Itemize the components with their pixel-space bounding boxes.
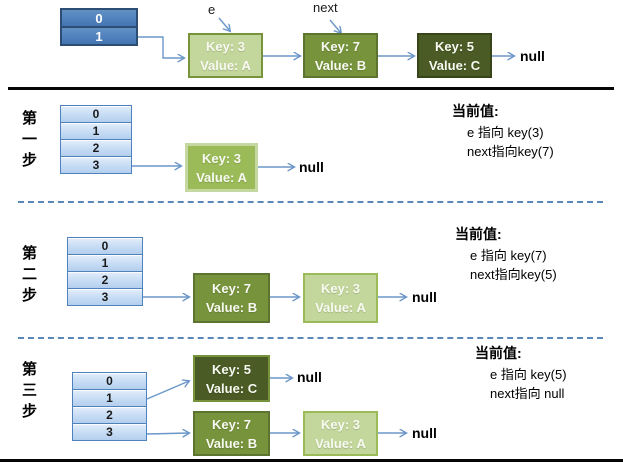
bucket-cell-2: 2 bbox=[72, 406, 147, 424]
bucket-cell-1: 1 bbox=[60, 26, 138, 46]
node-value-text: Value: C bbox=[205, 380, 258, 396]
bucket-cell-0: 0 bbox=[72, 372, 147, 390]
arrow-s3-bucket3-to-key7 bbox=[146, 433, 189, 434]
bucket-cell-3: 3 bbox=[60, 156, 132, 174]
bucket-cell-1: 1 bbox=[72, 389, 147, 407]
node-s1-key3: Key: 3 Value: A bbox=[185, 143, 258, 192]
null-label-s1: null bbox=[299, 159, 324, 175]
status-line-e: e 指向 key(7) bbox=[470, 248, 547, 263]
node-s3-key7: Key: 7 Value: B bbox=[193, 411, 270, 456]
bucket-array-step1: 0 1 2 3 bbox=[60, 105, 132, 174]
node-s3-key3: Key: 3 Value: A bbox=[303, 411, 378, 456]
e-pointer-label: e bbox=[208, 2, 216, 17]
bucket-array-step3: 0 1 2 3 bbox=[72, 372, 147, 441]
node-value-text: Value: A bbox=[196, 169, 247, 185]
status-title: 当前值: bbox=[455, 226, 502, 242]
bucket-cell-2: 2 bbox=[67, 271, 143, 289]
separator-dashed-2 bbox=[18, 337, 603, 339]
separator-solid-2 bbox=[0, 459, 623, 462]
node-value-text: Value: A bbox=[315, 300, 366, 315]
node-value-text: Value: B bbox=[205, 300, 258, 315]
next-pointer-label: next bbox=[313, 0, 338, 15]
arrow-top-bucket-to-key3 bbox=[138, 36, 184, 58]
node-top-key5: Key: 5 Value: C bbox=[417, 33, 492, 78]
bucket-cell-1: 1 bbox=[67, 254, 143, 272]
status-block-step3: 当前值: e 指向 key(5) next指向 null bbox=[475, 343, 623, 403]
bucket-array-step2: 0 1 2 3 bbox=[67, 237, 143, 306]
node-value-text: Value: B bbox=[314, 57, 367, 73]
node-value-text: Value: B bbox=[205, 435, 258, 451]
node-key-text: Key: 3 bbox=[205, 38, 246, 54]
null-label-top: null bbox=[520, 48, 545, 64]
node-key-text: Key: 5 bbox=[211, 361, 252, 377]
arrow-s3-bucket1-to-key5 bbox=[146, 381, 189, 400]
node-key-text: Key: 3 bbox=[320, 416, 361, 432]
status-block-step1: 当前值: e 指向 key(3) next指向key(7) bbox=[452, 101, 622, 161]
status-line-e: e 指向 key(5) bbox=[490, 367, 567, 382]
bucket-cell-0: 0 bbox=[60, 105, 132, 123]
node-value-text: Value: A bbox=[315, 435, 366, 451]
status-line-next: next指向key(7) bbox=[467, 144, 554, 159]
step1-label: 第一步 bbox=[20, 110, 37, 173]
node-key-text: Key: 7 bbox=[211, 416, 252, 432]
bucket-cell-3: 3 bbox=[67, 288, 143, 306]
bucket-array-top: 0 1 bbox=[60, 8, 138, 46]
status-line-e: e 指向 key(3) bbox=[467, 125, 544, 140]
status-title: 当前值: bbox=[475, 345, 522, 361]
node-top-key7: Key: 7 Value: B bbox=[303, 33, 378, 78]
node-value-text: Value: A bbox=[200, 57, 251, 73]
bucket-cell-0: 0 bbox=[67, 237, 143, 255]
null-label-s2: null bbox=[412, 289, 437, 305]
node-value-text: Value: C bbox=[428, 57, 481, 73]
status-line-next: next指向 null bbox=[490, 386, 565, 401]
node-s2-key3: Key: 3 Value: A bbox=[303, 273, 378, 323]
node-top-key3: Key: 3 Value: A bbox=[188, 33, 263, 78]
bucket-cell-2: 2 bbox=[60, 139, 132, 157]
arrow-e-pointer bbox=[218, 17, 230, 31]
bucket-cell-3: 3 bbox=[72, 423, 147, 441]
separator-dashed-1 bbox=[18, 201, 603, 203]
node-s2-key7: Key: 7 Value: B bbox=[193, 273, 270, 323]
status-block-step2: 当前值: e 指向 key(7) next指向key(5) bbox=[455, 224, 623, 284]
status-title: 当前值: bbox=[452, 103, 499, 119]
node-key-text: Key: 5 bbox=[434, 38, 475, 54]
node-s3-key5: Key: 5 Value: C bbox=[193, 355, 270, 402]
status-line-next: next指向key(5) bbox=[470, 267, 557, 282]
step3-label: 第三步 bbox=[20, 361, 37, 424]
node-key-text: Key: 7 bbox=[320, 38, 361, 54]
step2-label: 第二步 bbox=[20, 245, 37, 308]
bucket-cell-1: 1 bbox=[60, 122, 132, 140]
null-label-s3-lower: null bbox=[412, 425, 437, 441]
null-label-s3-upper: null bbox=[297, 369, 322, 385]
node-key-text: Key: 3 bbox=[201, 150, 242, 166]
node-key-text: Key: 7 bbox=[211, 281, 252, 296]
separator-solid-1 bbox=[8, 87, 614, 90]
bucket-cell-0: 0 bbox=[60, 8, 138, 28]
node-key-text: Key: 3 bbox=[320, 281, 361, 296]
arrow-next-pointer bbox=[329, 19, 341, 33]
